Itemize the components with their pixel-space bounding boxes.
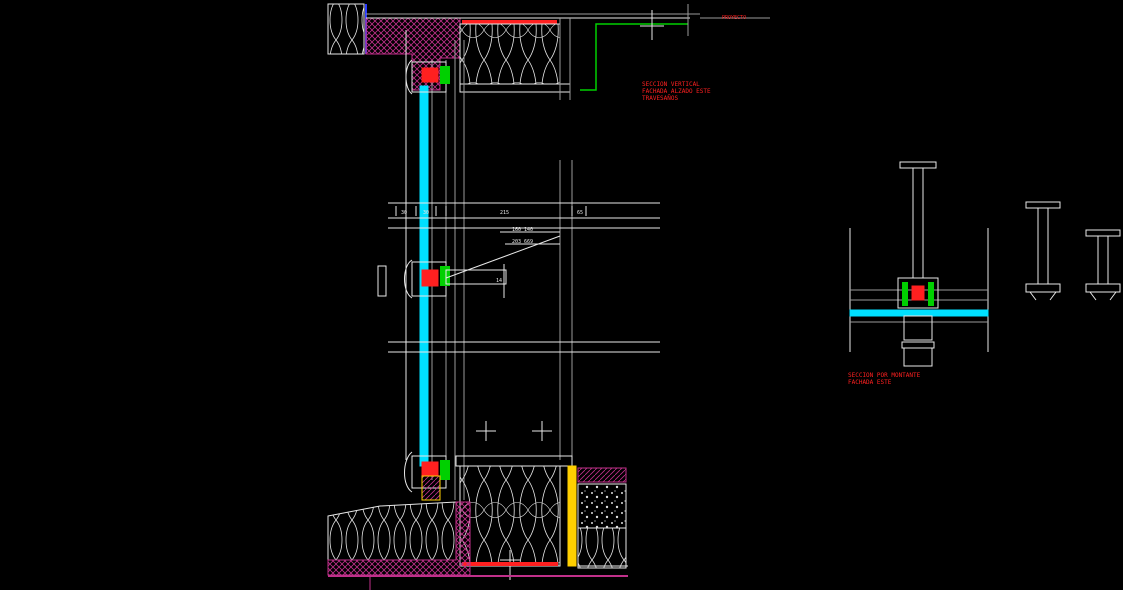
dim-module-a: 30 bbox=[401, 210, 407, 216]
dim-callout-3: 14 bbox=[496, 278, 502, 284]
top-insulation-block bbox=[459, 23, 561, 85]
dim-module-b: 30 bbox=[423, 210, 429, 216]
vertical-section-label-line1: SECCION VERTICAL bbox=[642, 81, 700, 88]
bottom-insulation-block bbox=[459, 465, 561, 567]
vertical-section-label-line2: FACHADA ALZADO ESTE bbox=[642, 88, 711, 95]
floor-gravel-fill bbox=[577, 483, 627, 529]
transom-profile-middle bbox=[404, 231, 561, 299]
dim-module-d: 65 bbox=[577, 210, 583, 216]
mullion-section-label-line2: FACHADA ESTE bbox=[848, 379, 892, 386]
top-right-tag: PROYECTO bbox=[722, 15, 746, 21]
vertical-section-label-line3: TRAVESAÑOS bbox=[642, 95, 679, 102]
mullion-section-label: SECCION POR MONTANTE FACHADA ESTE bbox=[848, 372, 921, 386]
top-slab-insulation bbox=[327, 3, 365, 55]
transom-profile-top bbox=[405, 59, 450, 95]
vertical-section-label: SECCION VERTICAL FACHADA ALZADO ESTE TRA… bbox=[642, 81, 711, 102]
mullion-section-label-line1: SECCION POR MONTANTE bbox=[848, 372, 921, 379]
dim-callout-2: 203 669 bbox=[512, 239, 533, 245]
transom-profile-bottom bbox=[404, 451, 450, 501]
dimension-labels: 30 30 215 65 160 140 203 669 14 bbox=[401, 210, 583, 284]
dim-callout-1: 160 140 bbox=[512, 227, 533, 233]
mullion-section-drawing bbox=[849, 161, 1121, 367]
bottom-slab-insulation bbox=[327, 501, 457, 561]
vertical-section-drawing bbox=[327, 3, 770, 590]
dim-module-c: 215 bbox=[500, 210, 509, 216]
